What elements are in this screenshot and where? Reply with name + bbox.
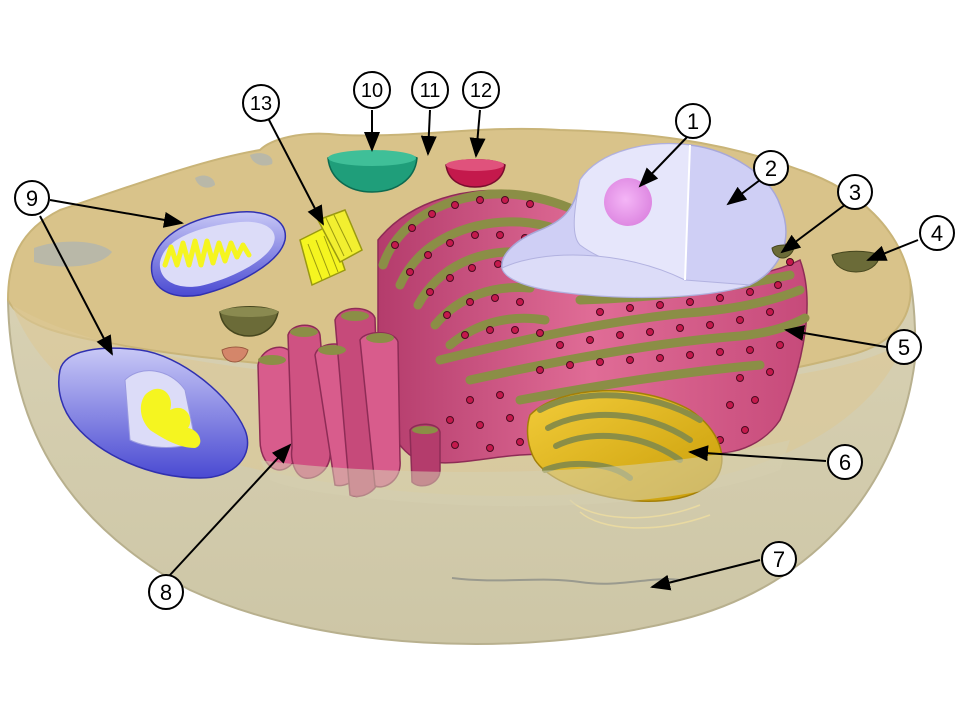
vesicle-red-top bbox=[446, 159, 504, 171]
nucleus bbox=[501, 143, 787, 299]
leader-lines bbox=[39, 109, 919, 591]
callout-5: 5 bbox=[886, 329, 922, 365]
callout-2: 2 bbox=[753, 150, 789, 186]
callout-9: 9 bbox=[14, 180, 50, 216]
callout-10: 10 bbox=[353, 71, 391, 109]
callout-1-text: 1 bbox=[687, 109, 699, 134]
callout-3: 3 bbox=[837, 174, 873, 210]
centrioles bbox=[299, 209, 363, 287]
callout-11: 11 bbox=[411, 71, 449, 109]
smooth-er bbox=[257, 307, 441, 498]
nucleolus bbox=[604, 178, 652, 226]
callout-13: 13 bbox=[242, 84, 280, 122]
callout-13-text: 13 bbox=[250, 93, 272, 115]
callout-4: 4 bbox=[919, 215, 955, 251]
callout-6: 6 bbox=[827, 444, 863, 480]
callout-6-text: 6 bbox=[839, 450, 851, 475]
vesicle-green-top bbox=[328, 150, 416, 166]
callout-7: 7 bbox=[761, 541, 797, 577]
callout-11-text: 11 bbox=[420, 80, 441, 102]
callout-7-text: 7 bbox=[773, 547, 785, 572]
callout-2-text: 2 bbox=[765, 156, 777, 181]
mitochondrion-upper bbox=[150, 211, 286, 297]
lysosome-small bbox=[221, 346, 249, 363]
surface-pit-1 bbox=[195, 175, 215, 188]
vacuole-olive-top bbox=[220, 307, 278, 317]
callout-10-text: 10 bbox=[361, 80, 383, 102]
callout-12-text: 12 bbox=[470, 80, 492, 102]
surface-pit-2 bbox=[250, 153, 273, 166]
callout-9-text: 9 bbox=[26, 186, 38, 211]
callout-3-text: 3 bbox=[849, 180, 861, 205]
surface-pit-3 bbox=[34, 241, 112, 267]
lower-translucent bbox=[260, 440, 790, 507]
callout-5-text: 5 bbox=[898, 335, 910, 360]
mitochondrion-lower bbox=[58, 347, 249, 479]
callout-4-text: 4 bbox=[931, 221, 943, 246]
callout-8-text: 8 bbox=[160, 580, 172, 605]
callout-12: 12 bbox=[462, 71, 500, 109]
callout-8: 8 bbox=[148, 574, 184, 610]
callout-1: 1 bbox=[675, 103, 711, 139]
